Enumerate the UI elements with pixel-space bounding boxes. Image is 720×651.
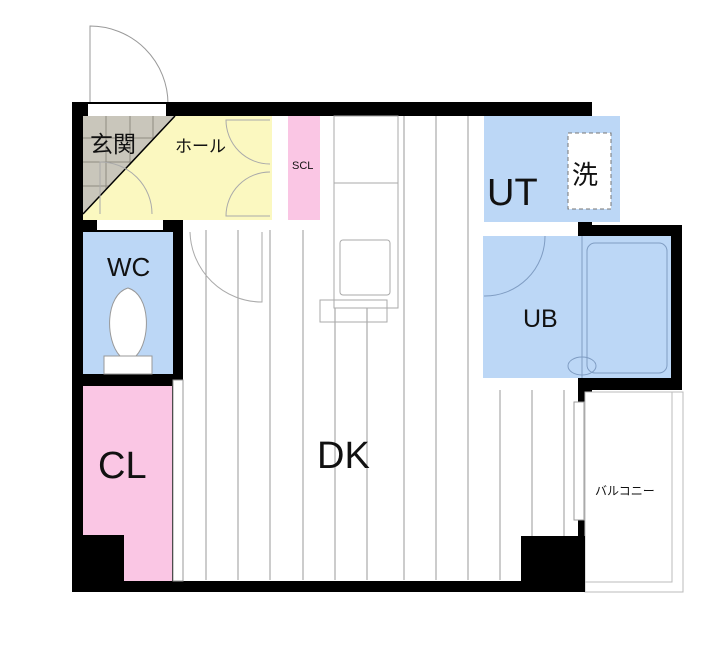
label-wc: WC bbox=[107, 252, 150, 282]
room-cl bbox=[83, 386, 172, 581]
room-scl bbox=[288, 116, 320, 220]
bathtub-icon bbox=[567, 236, 668, 378]
entrance-door bbox=[88, 104, 166, 116]
washer-space bbox=[567, 132, 612, 210]
label-scl: SCL bbox=[292, 160, 313, 172]
kitchen-counter bbox=[319, 115, 399, 323]
label-cl: CL bbox=[98, 445, 147, 487]
label-ub: UB bbox=[523, 305, 558, 333]
label-washer: 洗 bbox=[572, 161, 598, 191]
label-dk: DK bbox=[317, 435, 370, 477]
label-ut: UT bbox=[487, 172, 538, 214]
label-genkan: 玄関 bbox=[90, 132, 136, 158]
entrance-door-icon bbox=[89, 25, 169, 105]
room-ub bbox=[483, 236, 671, 378]
label-balcony: バルコニー bbox=[595, 484, 655, 498]
balcony-window bbox=[573, 401, 585, 521]
label-hall: ホール bbox=[175, 137, 226, 157]
hall-dk-door bbox=[188, 220, 264, 230]
toilet-icon bbox=[103, 287, 153, 375]
